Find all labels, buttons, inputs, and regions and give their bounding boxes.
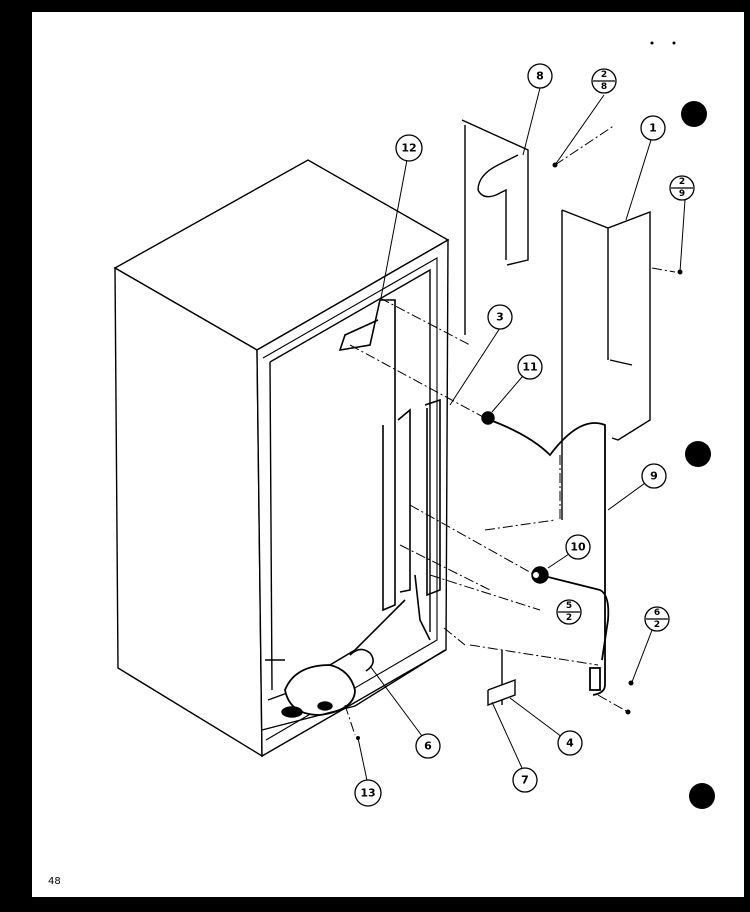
panel-part-1 [561,209,651,520]
connector-part-11 [481,411,495,425]
ref-6-2-top: 6 [654,608,660,618]
binder-hole-bottom [689,783,715,809]
callout-1: 1 [640,115,666,141]
binder-hole-top [681,101,707,127]
callout-7-label: 7 [521,774,529,787]
callout-8-label: 8 [536,70,544,83]
callout-13: 13 [354,779,382,807]
callout-6: 6 [415,733,441,759]
binding-holes [681,101,715,809]
callout-13-label: 13 [360,787,375,800]
page-number: 48 [48,876,61,887]
callout-7: 7 [512,767,538,793]
compressor [261,649,446,731]
callout-3-label: 3 [496,311,504,324]
callout-4: 4 [557,730,583,756]
ref-2-8-bottom: 8 [601,82,607,92]
callout-9: 9 [641,463,667,489]
ref-2-8-top: 2 [601,70,607,80]
callout-12: 12 [395,134,423,162]
callout-3: 3 [487,304,513,330]
wiring-harness [489,419,610,696]
figure-reference-2-9: 2 9 [669,175,695,201]
callout-4-label: 4 [566,737,574,750]
callout-1-label: 1 [649,122,657,135]
callout-11-label: 11 [522,361,537,374]
callout-6-label: 6 [424,740,432,753]
figure-reference-5-2: 5 2 [556,599,582,625]
callout-8: 8 [527,63,553,89]
callout-12-label: 12 [401,142,416,155]
panel-part-8 [461,119,529,335]
ref-5-2-top: 5 [566,601,572,611]
condenser-coil [329,299,441,672]
callout-10-label: 10 [570,541,586,554]
callout-9-label: 9 [650,470,658,483]
callout-11: 11 [517,354,543,380]
ref-5-2-bottom: 2 [566,613,572,623]
ref-6-2-bottom: 2 [654,620,660,630]
refrigerator-cabinet [113,159,450,758]
binder-hole-middle [685,441,711,467]
connector-part-10 [531,566,549,584]
ref-2-9-bottom: 9 [679,189,685,199]
ref-2-9-top: 2 [679,177,685,187]
clip-part-4 [487,650,516,707]
figure-reference-6-2: 6 2 [644,606,670,632]
callout-10: 10 [565,534,591,560]
figure-reference-2-8: 2 8 [591,68,617,94]
